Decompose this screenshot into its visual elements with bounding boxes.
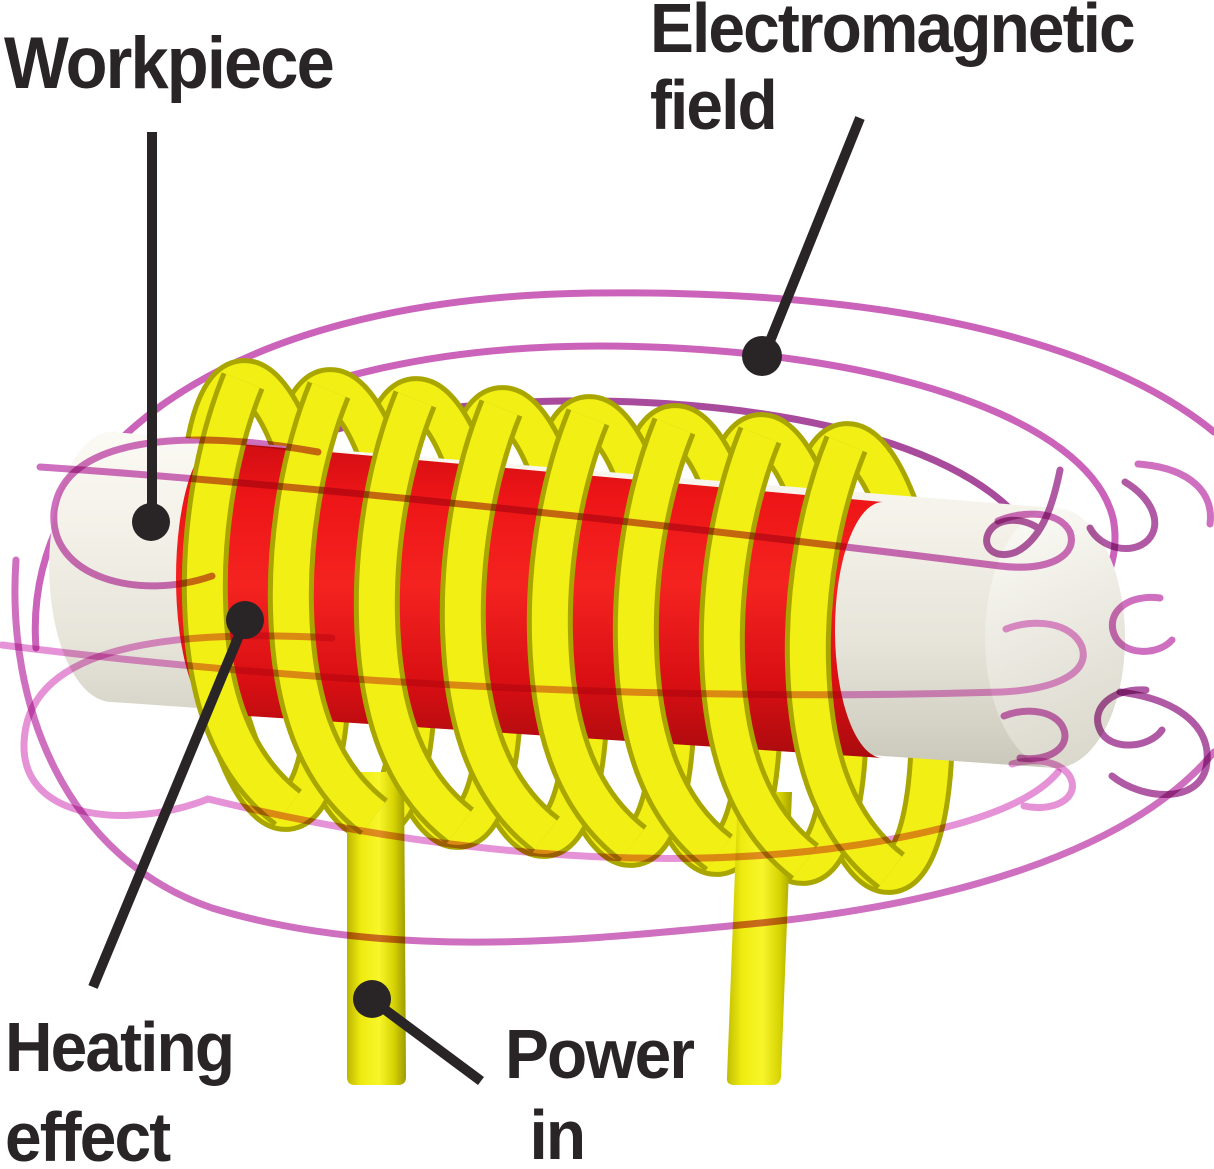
induction-coil-front <box>181 372 906 890</box>
electromagnetic-field-label-line1: Electromagnetic <box>650 0 1136 67</box>
coil-front-stripe <box>789 437 903 886</box>
field-marker-dot <box>742 336 782 376</box>
heating-effect-label: Heating effect <box>5 1002 235 1169</box>
field-lines-front <box>0 436 1214 946</box>
heating-leader-line <box>88 619 250 989</box>
power-leader-line <box>369 995 484 1086</box>
power-in-label-line2: in <box>529 1096 586 1169</box>
field-leader-line <box>761 116 865 353</box>
coil-front-stripe <box>358 392 472 841</box>
heating-effect-label-line1: Heating <box>5 1008 235 1086</box>
coil-front-stripe <box>531 410 645 859</box>
heating-effect-label-line2: effect <box>5 1098 171 1169</box>
power-in-label-line1: Power <box>505 1015 695 1093</box>
power-marker-dot <box>353 980 391 1018</box>
coil-front-stripe <box>703 428 817 877</box>
coil-front-stripe <box>272 383 386 832</box>
workpiece-marker-dot <box>132 503 170 541</box>
heating-marker-dot <box>226 601 264 639</box>
coil-front-stripe <box>444 401 558 850</box>
annotations <box>88 116 865 1086</box>
coil-front-stripe <box>617 419 731 868</box>
electromagnetic-field-label-line2: field <box>650 66 778 144</box>
power-in-label: Power in <box>505 1014 695 1169</box>
workpiece-label: Workpiece <box>4 23 335 104</box>
coil-front-stripe <box>186 374 300 823</box>
workpiece-right-face <box>985 508 1125 768</box>
electromagnetic-field-label: Electromagnetic field <box>650 0 1136 144</box>
workpiece-label-text: Workpiece <box>4 23 335 104</box>
